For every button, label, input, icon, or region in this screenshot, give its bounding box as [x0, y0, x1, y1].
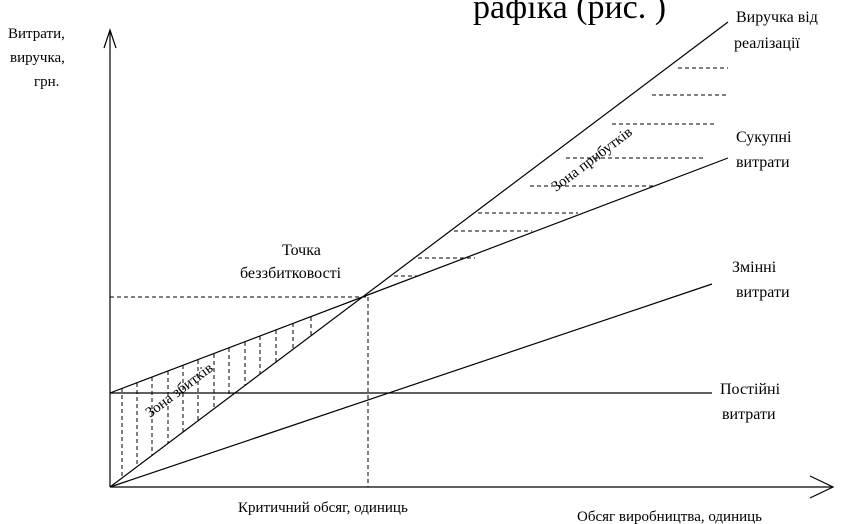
x-axis [110, 475, 835, 499]
partial-title: рафіка (рис. ) [473, 0, 666, 26]
revenue-line-label: Виручка від реалізації [734, 9, 822, 52]
revenue-line [109, 21, 729, 488]
x-axis-label: Обсяг виробництва, одиниць [577, 509, 762, 524]
fixed-costs-line-label: Постійні витрати [720, 381, 784, 423]
profit-zone-hatching [394, 67, 728, 277]
revenue-label-line-1: Виручка від [736, 9, 818, 26]
critical-volume-label: Критичний обсяг, одиниць [238, 500, 408, 516]
variable-costs-label-line-2: витрати [736, 284, 790, 301]
y-axis-label-line-1: Витрати, [8, 26, 65, 42]
break-even-label-line-1: Точка [282, 242, 321, 259]
y-axis-label-line-2: виручка, [10, 50, 65, 66]
total-costs-label-line-2: витрати [736, 154, 790, 171]
y-axis [103, 28, 117, 487]
variable-costs-label-line-1: Змінні [732, 259, 777, 276]
variable-costs-line [109, 283, 713, 488]
loss-zone-label: Зона збитків [143, 360, 217, 421]
total-costs-label-line-1: Сукупні [736, 129, 792, 146]
total-costs-line-label: Сукупні витрати [736, 129, 795, 171]
profit-zone-label: Зона прибутків [549, 124, 636, 195]
y-axis-label: Витрати, виручка, грн. [8, 26, 69, 90]
revenue-label-line-2: реалізації [734, 35, 800, 52]
fixed-costs-label-line-2: витрати [722, 406, 776, 423]
y-axis-label-line-3: грн. [34, 74, 59, 90]
break-even-label-line-2: беззбитковості [240, 265, 342, 282]
loss-zone-hatching [121, 317, 312, 478]
fixed-costs-label-line-1: Постійні [720, 381, 781, 398]
break-even-label: Точка беззбитковості [240, 242, 342, 282]
variable-costs-line-label: Змінні витрати [732, 259, 790, 301]
